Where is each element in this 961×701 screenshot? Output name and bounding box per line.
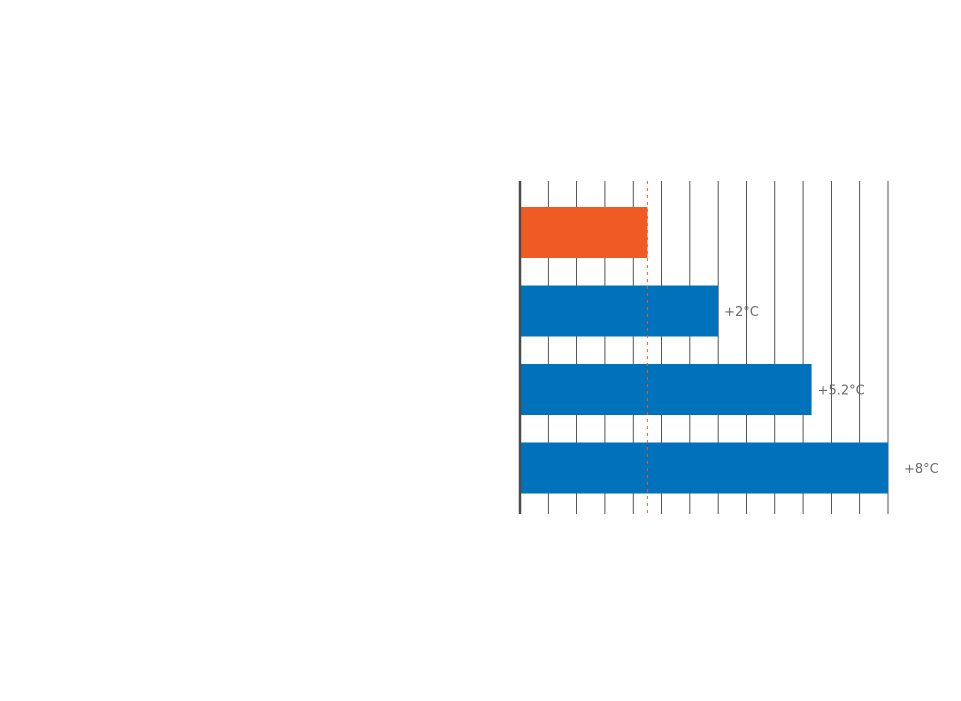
bar-data-label: +8°C [904,462,939,477]
bars [520,207,888,494]
bar [520,285,719,337]
bar [520,364,812,415]
data-labels: +2°C +5.2°C +8°C [724,305,939,477]
bar-data-label: +2°C [724,305,759,320]
bar-data-label: +5.2°C [818,384,865,399]
bar [520,207,648,258]
bar [520,442,888,494]
